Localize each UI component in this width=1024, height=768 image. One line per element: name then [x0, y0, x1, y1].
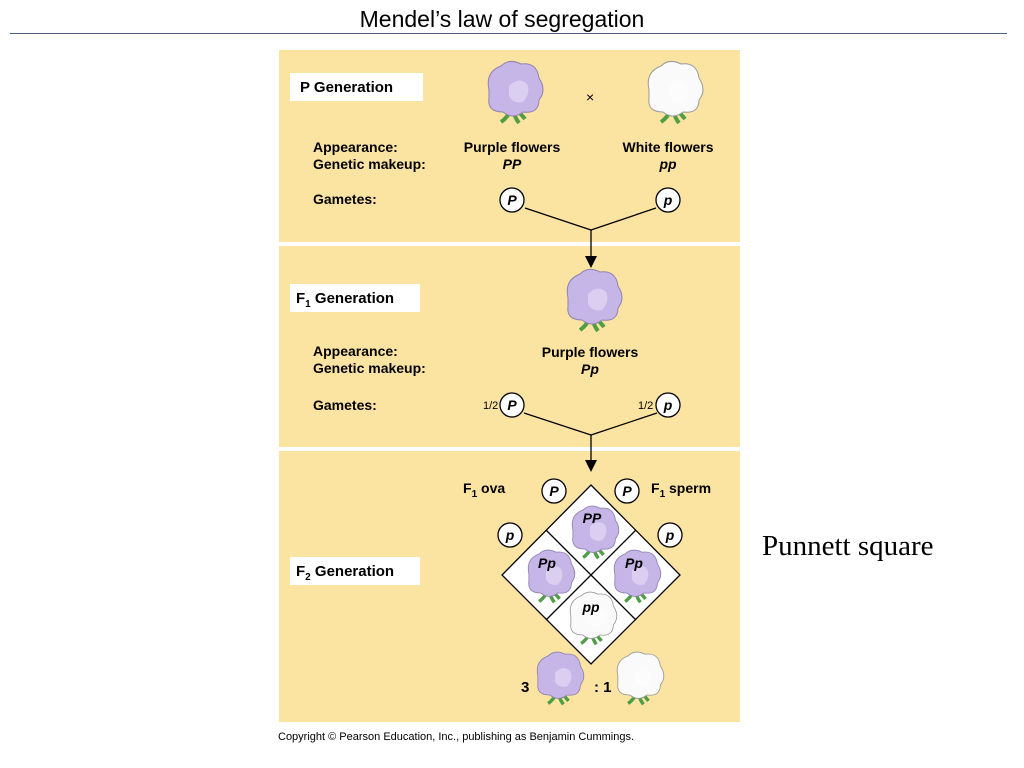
sperm-allele-2: p — [665, 527, 675, 543]
p-genetic-label: Genetic makeup: — [313, 156, 426, 172]
copyright-notice: Copyright © Pearson Education, Inc., pub… — [278, 731, 635, 743]
p2-gamete: p — [663, 192, 673, 208]
p-generation-label-box — [290, 73, 423, 101]
punnett-cell-bottom: pp — [581, 599, 600, 615]
f1-gamete1: P — [507, 397, 517, 413]
f1-gametes-label: Gametes: — [313, 397, 377, 413]
f1-gamete1-fraction: 1/2 — [483, 400, 498, 412]
f1-appearance: Purple flowers — [542, 344, 639, 360]
f1-gamete2: p — [663, 397, 673, 413]
f1-gamete2-fraction: 1/2 — [638, 400, 653, 412]
p-to-f1-arrowhead — [585, 256, 597, 268]
p-generation-label: P Generation — [300, 79, 393, 96]
p1-gamete: P — [507, 192, 517, 208]
sperm-allele-1-circle — [614, 478, 640, 504]
f1-genotype: Pp — [581, 361, 599, 377]
sperm-allele-2-circle — [657, 522, 683, 548]
p2-genotype: pp — [658, 156, 677, 172]
punnett-cell-left: Pp — [538, 555, 556, 571]
punnett-cell-right: Pp — [625, 555, 643, 571]
cross-symbol: × — [586, 89, 594, 105]
p2-appearance: White flowers — [622, 139, 713, 155]
f1-generation-label: F1 Generation — [296, 290, 394, 310]
p-appearance-label: Appearance: — [313, 139, 398, 155]
ratio-white-count: : 1 — [594, 679, 612, 696]
f1-generation-label-box — [290, 284, 420, 312]
f1-sperm-label: F1 sperm — [651, 480, 711, 500]
f1-to-f2-arrowhead — [585, 460, 597, 472]
f2-generation-label-box — [290, 557, 420, 585]
slide-title: Mendel’s law of segregation — [359, 6, 645, 32]
punnett-square-label: Punnett square — [762, 530, 934, 562]
title-divider — [10, 33, 1007, 34]
ova-allele-1-circle — [541, 478, 567, 504]
p2-gamete-line — [590, 207, 657, 231]
f1-gamete1-circle — [499, 392, 525, 418]
f2-generation-label: F2 Generation — [296, 563, 394, 583]
p-gametes-label: Gametes: — [313, 191, 377, 207]
f1-gamete2-line — [590, 412, 658, 436]
ratio-purple-count: 3 — [521, 679, 529, 696]
f1-ova-label: F1 ova — [463, 480, 505, 500]
p1-appearance: Purple flowers — [464, 139, 561, 155]
f1-gamete2-circle — [655, 392, 681, 418]
punnett-cell-top: PP — [583, 510, 602, 526]
ova-allele-1: P — [549, 483, 559, 499]
p1-gamete-line — [524, 207, 592, 231]
p1-gamete-circle — [499, 187, 525, 213]
sperm-allele-1: P — [622, 483, 632, 499]
ova-allele-2: p — [505, 527, 515, 543]
f1-genetic-label: Genetic makeup: — [313, 360, 426, 376]
f1-appearance-label: Appearance: — [313, 343, 398, 359]
f1-gamete1-line — [523, 412, 592, 436]
p2-gamete-circle — [655, 187, 681, 213]
ova-allele-2-circle — [497, 522, 523, 548]
p1-genotype: PP — [503, 156, 522, 172]
punnett-divider-2 — [545, 529, 637, 621]
